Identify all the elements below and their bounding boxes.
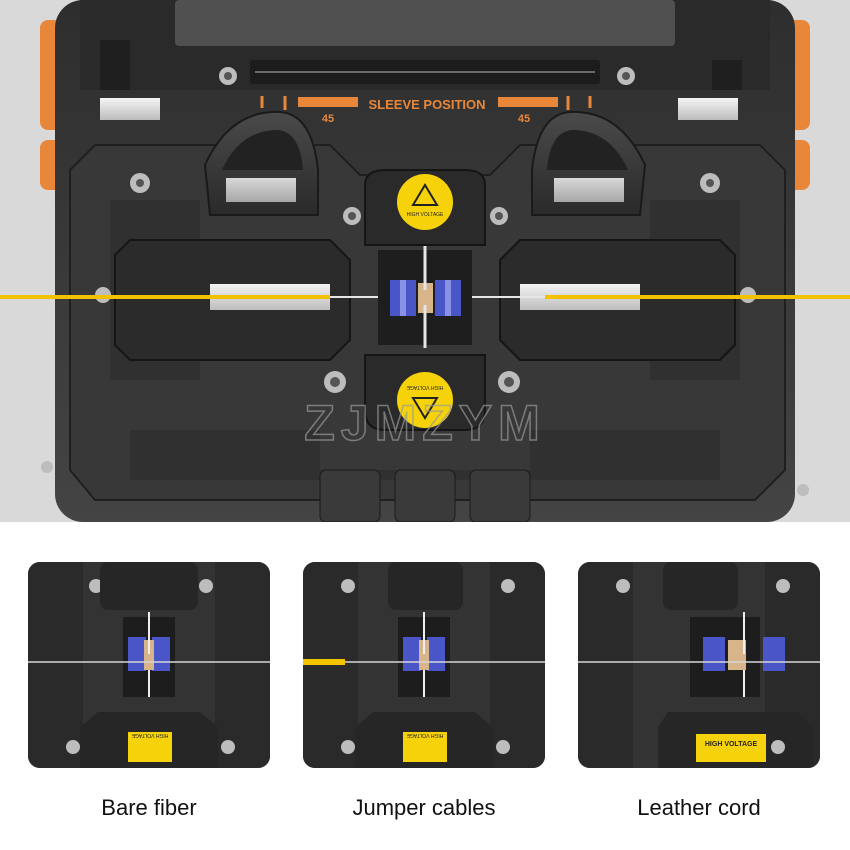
caption-jumper-cables: Jumper cables (352, 795, 496, 820)
caption-leather-cord: Leather cord (637, 795, 761, 820)
thumbnail-bare-fiber: HIGH VOLTAGE (28, 562, 270, 768)
thumb1-electrode-label: HIGH VOLTAGE (131, 732, 168, 738)
electrode-label-top: HIGH VOLTAGE (407, 212, 444, 218)
sleeve-position-label: SLEEVE POSITION (368, 97, 485, 112)
sleeve-position-scale: SLEEVE POSITION 45 45 (260, 96, 592, 125)
thumbnail-leather-cord: HIGH VOLTAGE (578, 562, 820, 768)
caption-bare-fiber: Bare fiber (101, 795, 197, 820)
fusion-splicer-photo: SLEEVE POSITION 45 45 (0, 0, 850, 522)
sleeve-mark-left: 45 (322, 113, 334, 125)
brand-watermark: ZJMZYM (304, 395, 546, 451)
warning-icon-bottom (411, 397, 439, 420)
thumb2-electrode-label: HIGH VOLTAGE (406, 732, 443, 738)
thumb3-electrode-label: HIGH VOLTAGE (705, 741, 758, 748)
warning-icon-top (411, 183, 439, 206)
electrode-label-bottom: HIGH VOLTAGE (406, 384, 443, 390)
sleeve-mark-right: 45 (518, 113, 530, 125)
thumbnail-jumper-cables: HIGH VOLTAGE (303, 562, 545, 768)
